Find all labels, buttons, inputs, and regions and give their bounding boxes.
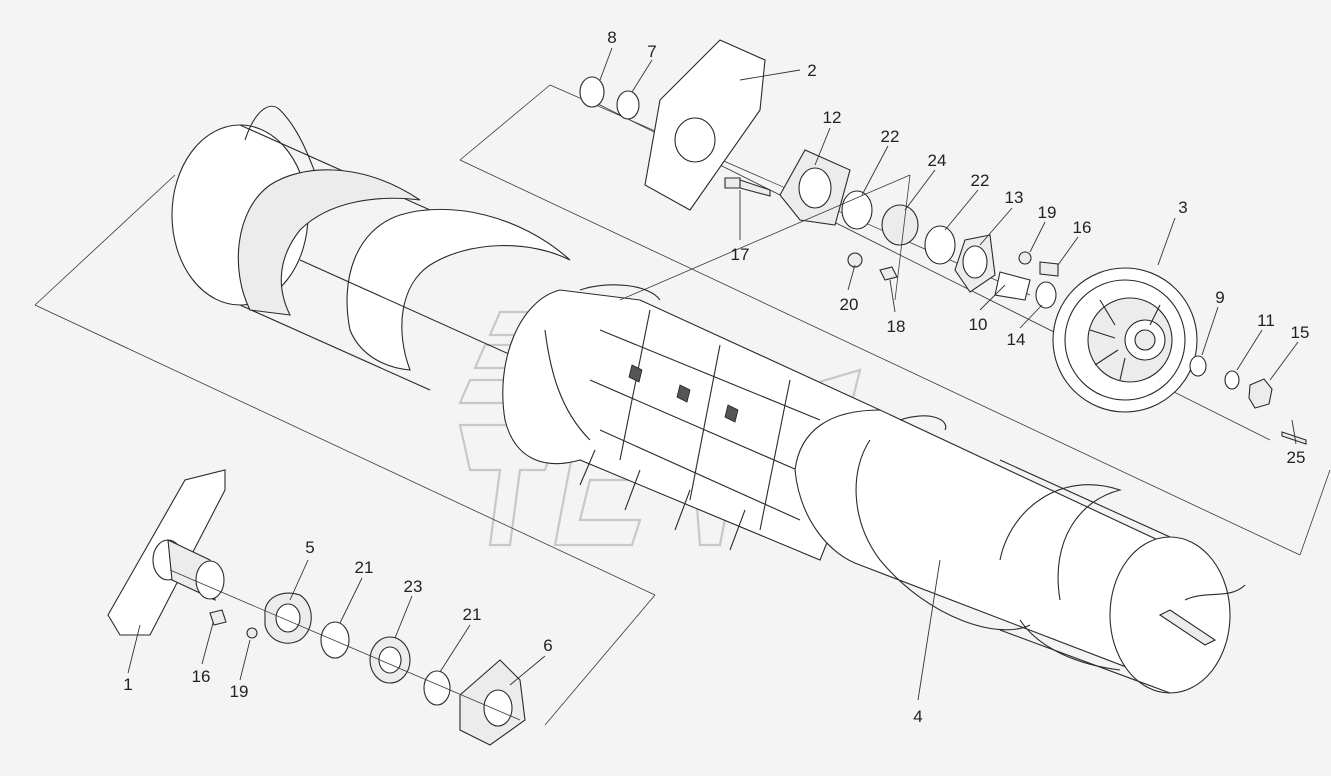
callout-21-left: 21	[355, 558, 374, 577]
callout-7: 7	[647, 42, 656, 61]
left-bracket-assembly	[107, 469, 526, 746]
callout-12: 12	[823, 108, 842, 127]
callout-5: 5	[305, 538, 314, 557]
right-auger-flights	[794, 409, 1246, 694]
callout-labels: 1 2 3 4 5 6 7 8 9 10 11 12 13 14 15 16 1…	[123, 28, 1309, 726]
callout-2: 2	[807, 61, 816, 80]
callout-13: 13	[1005, 188, 1024, 207]
callout-19-top: 19	[1038, 203, 1057, 222]
callout-17: 17	[731, 245, 750, 264]
callout-4: 4	[913, 707, 922, 726]
washer-11	[1224, 370, 1240, 390]
callout-8: 8	[607, 28, 616, 47]
left-auger-flights	[171, 105, 601, 396]
callout-18: 18	[887, 317, 906, 336]
callout-16-top: 16	[1073, 218, 1092, 237]
callout-25: 25	[1287, 448, 1306, 467]
leader-lines	[127, 47, 1299, 701]
pin-25	[1281, 431, 1307, 445]
central-drum	[502, 284, 881, 561]
callout-21-right: 21	[463, 605, 482, 624]
callout-22-left: 22	[881, 127, 900, 146]
washer-9	[1189, 355, 1207, 377]
callout-23: 23	[404, 577, 423, 596]
callout-22-right: 22	[971, 171, 990, 190]
callout-10: 10	[969, 315, 988, 334]
callout-6: 6	[543, 636, 552, 655]
callout-24: 24	[928, 151, 947, 170]
callout-16-bottom: 16	[192, 667, 211, 686]
nut-15	[1248, 378, 1273, 409]
callout-19-bottom: 19	[230, 682, 249, 701]
drive-assembly	[579, 39, 1271, 441]
callout-14: 14	[1007, 330, 1026, 349]
callout-11: 11	[1257, 311, 1275, 330]
callout-3: 3	[1178, 198, 1187, 217]
callout-1: 1	[123, 675, 132, 694]
callout-20: 20	[840, 295, 859, 314]
callout-15: 15	[1291, 323, 1310, 342]
sprocket-wheel	[1052, 267, 1198, 413]
callout-9: 9	[1215, 288, 1224, 307]
